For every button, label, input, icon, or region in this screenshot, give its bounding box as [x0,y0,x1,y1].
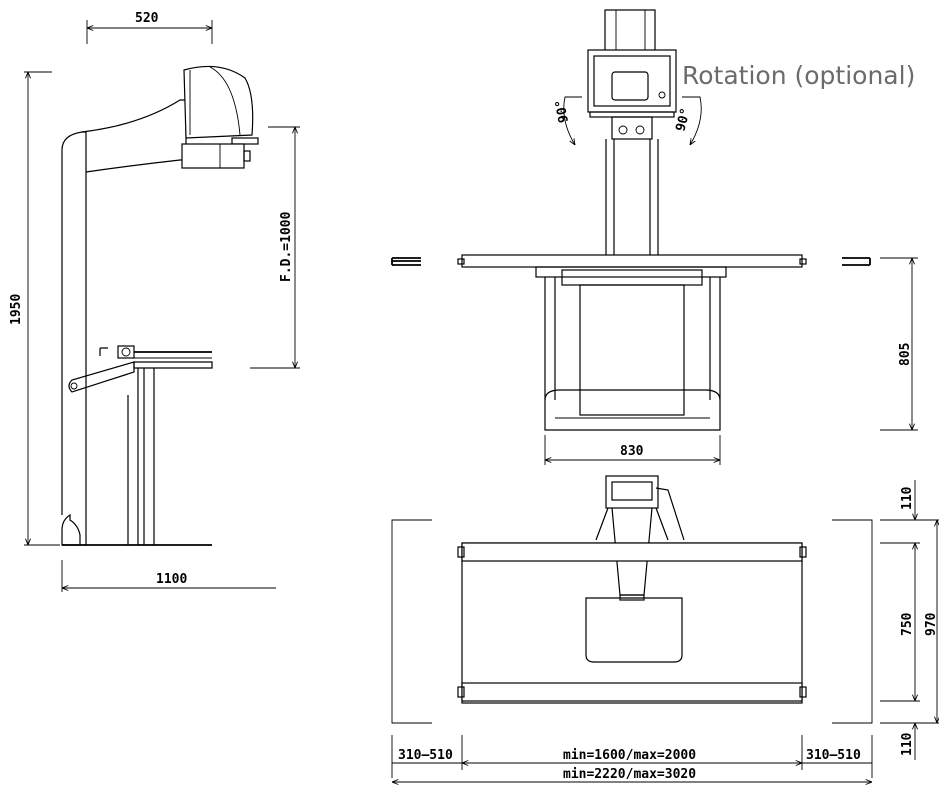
dim-110-bottom: 110 [900,732,915,756]
dim-1950: 1950 [9,294,24,325]
angle-right: 90° [673,106,694,133]
dim-outer: min=2220/max=3020 [563,767,696,782]
dim-1100: 1100 [156,572,187,587]
top-view: 110 750 970 110 310–510 310–510 min=1600… [391,475,939,782]
dim-750: 750 [900,612,915,636]
front-view: Rotation (optional) 90° 90° [391,9,918,465]
dim-970: 970 [924,612,939,636]
dim-830: 830 [620,444,644,459]
dim-left: 310–510 [398,748,453,763]
dim-520: 520 [135,11,159,26]
dim-805: 805 [898,343,913,366]
dim-right: 310–510 [806,748,861,763]
dim-110-top: 110 [900,486,915,510]
dim-fd: F.D.=1000 [279,211,294,282]
side-view: 520 1950 F.D.=1000 [9,11,300,592]
rotation-label: Rotation (optional) [682,61,915,90]
dim-inner: min=1600/max=2000 [563,748,696,763]
angle-left: 90° [553,98,572,124]
